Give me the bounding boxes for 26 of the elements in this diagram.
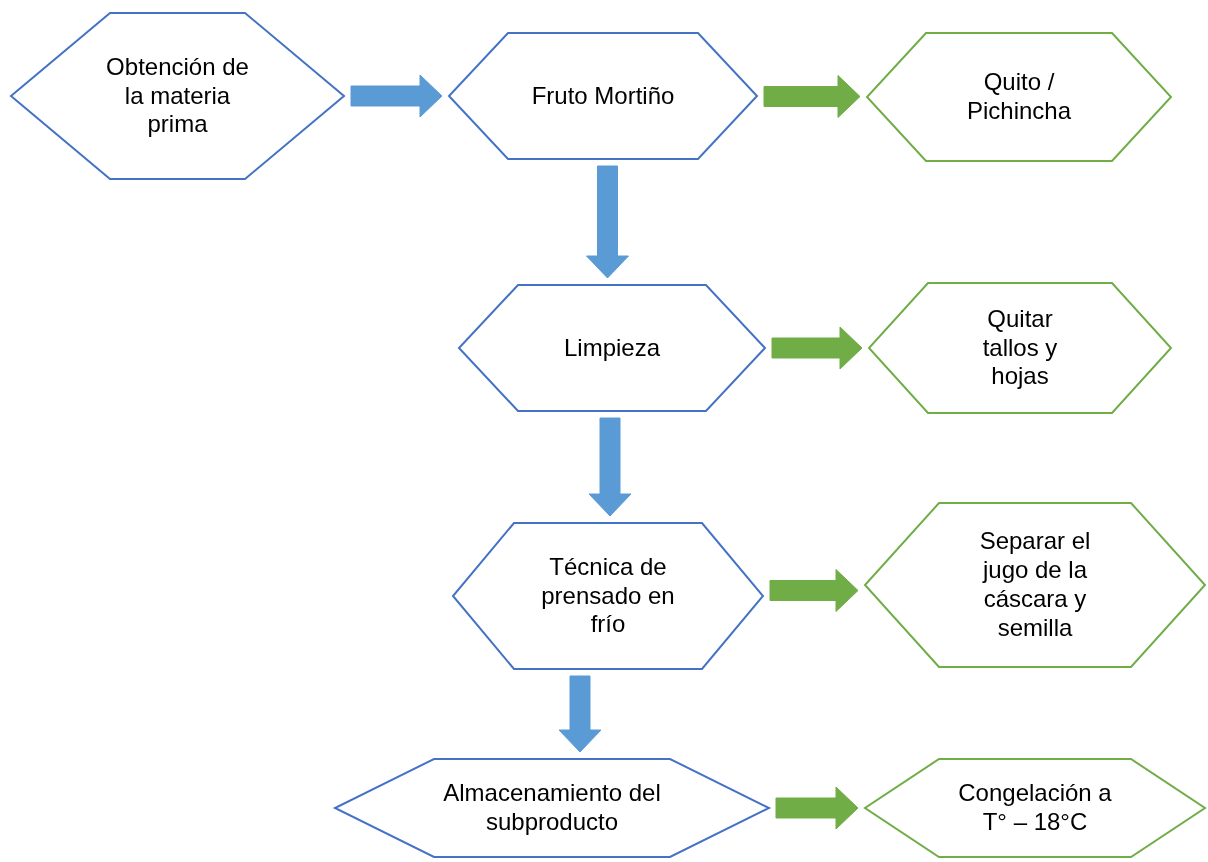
- block-arrow: [771, 326, 863, 370]
- block-arrow: [588, 417, 632, 517]
- node-text: Técnica de prensado en frío: [540, 552, 676, 640]
- node-text: Quito / Pichincha: [965, 68, 1073, 126]
- process-hexagon: [448, 32, 758, 160]
- process-hexagon: [334, 758, 770, 858]
- node-text: Quitar tallos y hojas: [981, 304, 1059, 392]
- node-text: Almacenamiento del subproducto: [442, 779, 662, 837]
- node-text: Limpieza: [563, 333, 660, 363]
- block-arrow: [769, 569, 859, 612]
- block-arrow: [558, 675, 602, 753]
- node-text: Separar el jugo de la cáscara y semilla: [978, 527, 1092, 643]
- process-hexagon: [864, 502, 1206, 668]
- process-hexagon: [458, 284, 766, 412]
- block-arrow: [763, 75, 861, 118]
- node-text: Fruto Mortiño: [531, 81, 675, 111]
- process-hexagon: [452, 522, 764, 670]
- process-hexagon: [866, 32, 1172, 162]
- node-text: Congelación a T° – 18°C: [957, 779, 1113, 837]
- process-hexagon: [10, 12, 345, 180]
- process-hexagon: [868, 282, 1172, 414]
- block-arrow: [775, 786, 859, 830]
- process-hexagon: [864, 758, 1206, 858]
- block-arrow: [586, 165, 629, 279]
- block-arrow: [350, 74, 443, 118]
- node-text: Obtención de la materia prima: [105, 52, 250, 140]
